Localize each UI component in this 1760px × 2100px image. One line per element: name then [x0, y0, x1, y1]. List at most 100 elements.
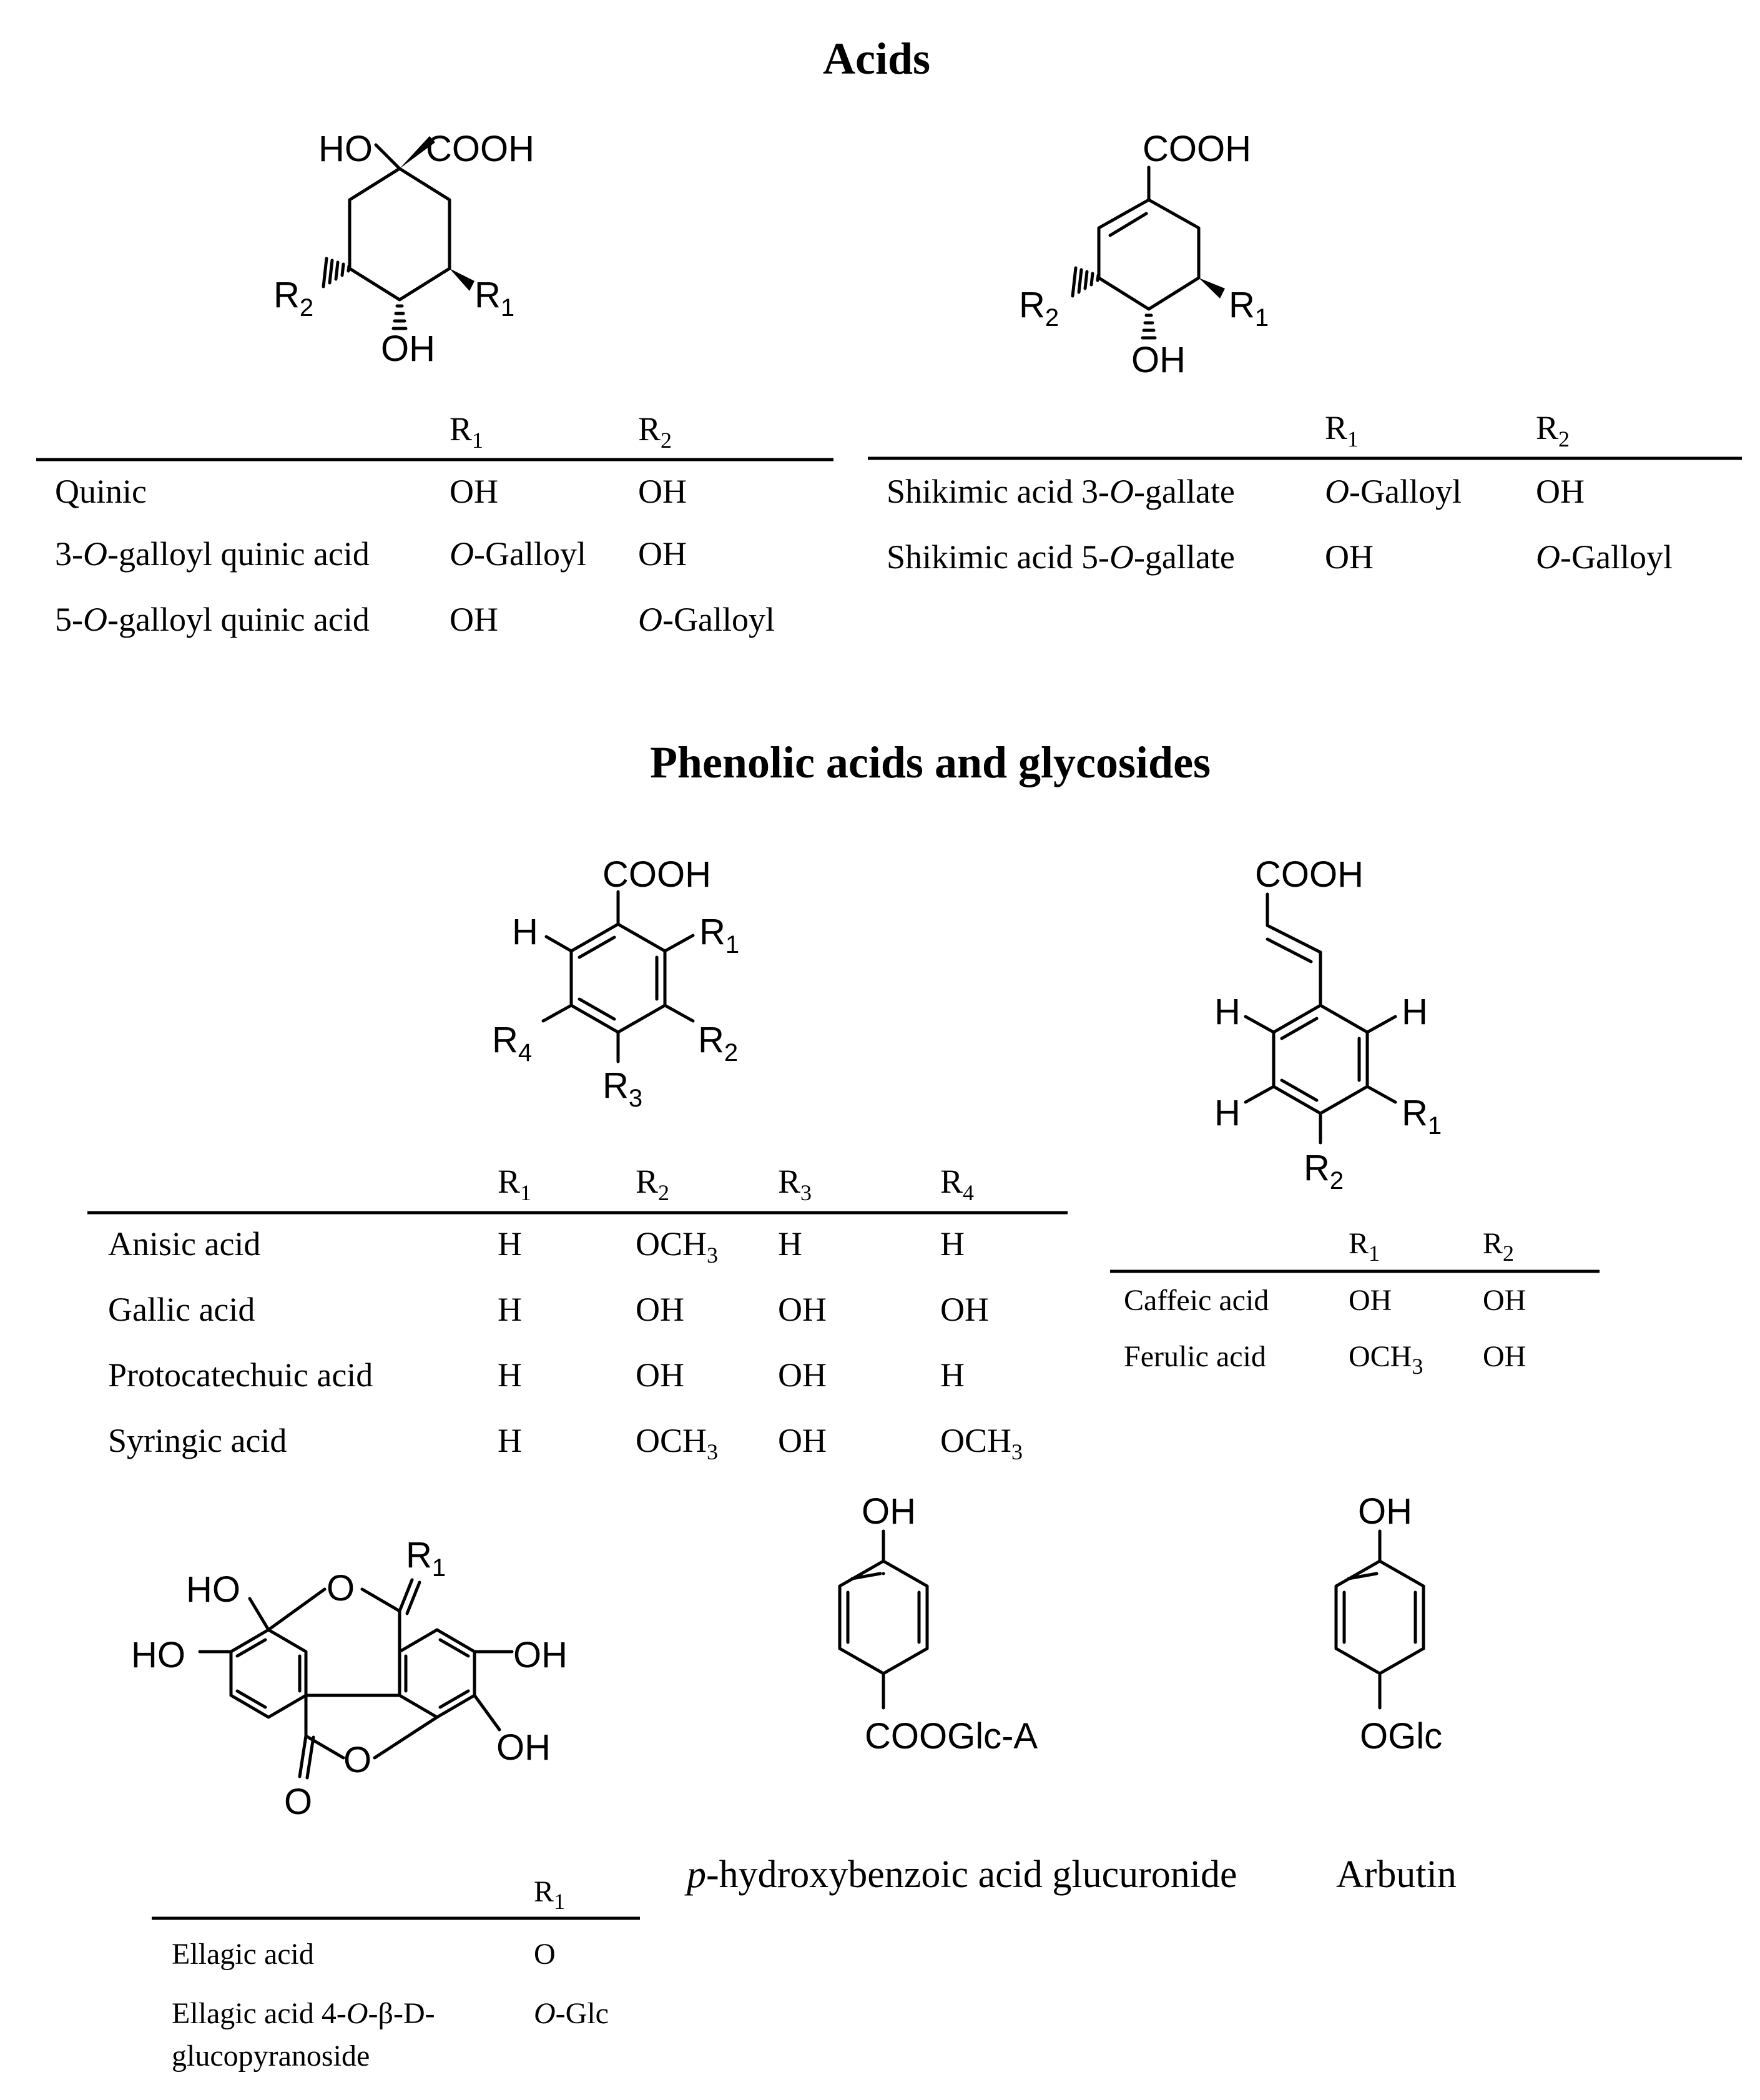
cell-r1: H: [498, 1356, 522, 1394]
label-oh-right: OH: [513, 1635, 568, 1675]
row-name: Gallic acid: [108, 1291, 255, 1328]
label-r1: R1: [1402, 1093, 1442, 1140]
structure-benzoic-acid: COOH H R1 R2 R3 R4: [492, 854, 739, 1112]
cell-r2: OCH3: [636, 1422, 718, 1464]
cell-r2: OCH3: [636, 1225, 718, 1268]
label-r1: R1: [1229, 285, 1269, 332]
label-r1: R1: [406, 1535, 446, 1582]
cell-r1: OH: [1325, 538, 1374, 576]
label-oh: OH: [381, 328, 435, 369]
cell-r2: OH: [636, 1291, 684, 1328]
label-oh: OH: [862, 1491, 916, 1532]
column-header-r1: R1: [498, 1163, 531, 1205]
row-name: Caffeic acid: [1124, 1284, 1269, 1317]
row-name: Quinic: [55, 473, 147, 510]
caption-arbutin: Arbutin: [1336, 1853, 1457, 1896]
cell-r2: OH: [1483, 1340, 1526, 1373]
cell-r2: OH: [1483, 1284, 1526, 1317]
label-r2: R2: [1019, 285, 1059, 332]
cell-r3: OH: [778, 1422, 827, 1459]
hash-bond-r2: [1071, 266, 1100, 298]
row-name: 3-O-galloyl quinic acid: [55, 535, 370, 573]
label-ho-top: HO: [186, 1569, 240, 1610]
label-cooh: COOH: [1143, 129, 1251, 169]
row-name: Shikimic acid 5-O-gallate: [887, 538, 1235, 576]
cell-r1: OH: [1349, 1284, 1392, 1317]
structure-hydroxybenzoic-glucuronide: OH COOGlc-A: [838, 1491, 1038, 1757]
cell-r2: OH: [1536, 473, 1585, 510]
cell-r1: H: [498, 1291, 522, 1328]
label-o-ring: O: [343, 1740, 371, 1780]
cell-r1: O-Galloyl: [450, 535, 586, 573]
cell-r1: H: [498, 1225, 522, 1263]
caption-hydroxybenzoic-glucuronide: p-hydroxybenzoic acid glucuronide: [684, 1853, 1237, 1896]
column-header-r1: R1: [534, 1875, 565, 1914]
cell-r1: O-Glc: [534, 1997, 609, 2030]
structure-shikimic-acid: COOH R1 R2 OH: [1019, 129, 1269, 380]
column-header-r2: R2: [638, 410, 672, 453]
hash-bond-r2: [322, 257, 351, 288]
label-r2: R2: [1304, 1148, 1344, 1195]
row-name: Protocatechuic acid: [108, 1356, 373, 1394]
label-r2: R2: [273, 275, 313, 322]
label-r1: R1: [699, 912, 739, 959]
cell-r1: O: [534, 1938, 556, 1971]
row-name: Ellagic acid 4-O-β-D-: [172, 1997, 435, 2030]
label-oh: OH: [1131, 340, 1186, 380]
column-header-r1: R1: [450, 410, 483, 453]
column-header-r1: R1: [1349, 1227, 1380, 1266]
cell-r2: O-Galloyl: [1536, 538, 1673, 576]
label-cooh: COOH: [426, 129, 534, 169]
structure-quinic-acid: HO COOH R1 R2 OH: [273, 129, 534, 369]
column-header-r3: R3: [778, 1163, 812, 1205]
hash-bond-oh: [391, 304, 408, 330]
label-h: H: [512, 912, 538, 952]
label-ho-left: HO: [131, 1635, 185, 1675]
cell-r4: OH: [940, 1291, 989, 1328]
label-cooh: COOH: [602, 854, 711, 895]
label-substituent: OGlc: [1360, 1716, 1442, 1757]
cell-r2: OH: [636, 1356, 684, 1394]
label-r1: R1: [474, 275, 514, 322]
label-h-upper-right: H: [1402, 992, 1428, 1032]
cell-r4: H: [940, 1356, 965, 1394]
label-ho: HO: [318, 129, 373, 169]
label-h-upper-left: H: [1214, 992, 1241, 1032]
cell-r1: OCH3: [1349, 1340, 1423, 1379]
label-r4: R4: [492, 1020, 532, 1067]
column-header-r4: R4: [940, 1163, 974, 1205]
row-name: Ellagic acid: [172, 1938, 314, 1971]
column-header-r2: R2: [636, 1163, 669, 1205]
column-header-r2: R2: [1483, 1227, 1514, 1266]
cell-r3: OH: [778, 1356, 827, 1394]
row-name: Anisic acid: [108, 1225, 260, 1263]
cell-r3: H: [778, 1225, 802, 1263]
cell-r1: O-Galloyl: [1325, 473, 1462, 510]
row-name: Shikimic acid 3-O-gallate: [887, 473, 1235, 510]
row-name-continued: glucopyranoside: [172, 2039, 370, 2073]
row-name: Ferulic acid: [1124, 1340, 1266, 1373]
hash-bond-oh: [1141, 313, 1157, 340]
cell-r2: O-Galloyl: [638, 601, 775, 638]
heading-phenolic: Phenolic acids and glycosides: [650, 737, 1211, 787]
cell-r1: OH: [450, 601, 498, 638]
row-name: Syringic acid: [108, 1422, 287, 1459]
cell-r4: OCH3: [940, 1422, 1023, 1464]
label-r2: R2: [698, 1020, 738, 1067]
cell-r2: OH: [638, 473, 687, 510]
label-oh: OH: [1358, 1491, 1412, 1532]
label-oh-bottom: OH: [496, 1727, 551, 1768]
label-substituent: COOGlc-A: [865, 1716, 1038, 1757]
structure-cinnamic-acid: COOH H H H R1 R2: [1214, 854, 1442, 1195]
label-h-lower-left: H: [1214, 1093, 1241, 1133]
column-header-r1: R1: [1325, 409, 1359, 451]
row-name: 5-O-galloyl quinic acid: [55, 601, 370, 638]
label-o-carbonyl: O: [284, 1782, 312, 1822]
label-o-top: O: [327, 1568, 355, 1609]
cell-r4: H: [940, 1225, 965, 1263]
structure-ellagic-acid: R1 HO O HO OH OH O O: [131, 1535, 568, 1822]
